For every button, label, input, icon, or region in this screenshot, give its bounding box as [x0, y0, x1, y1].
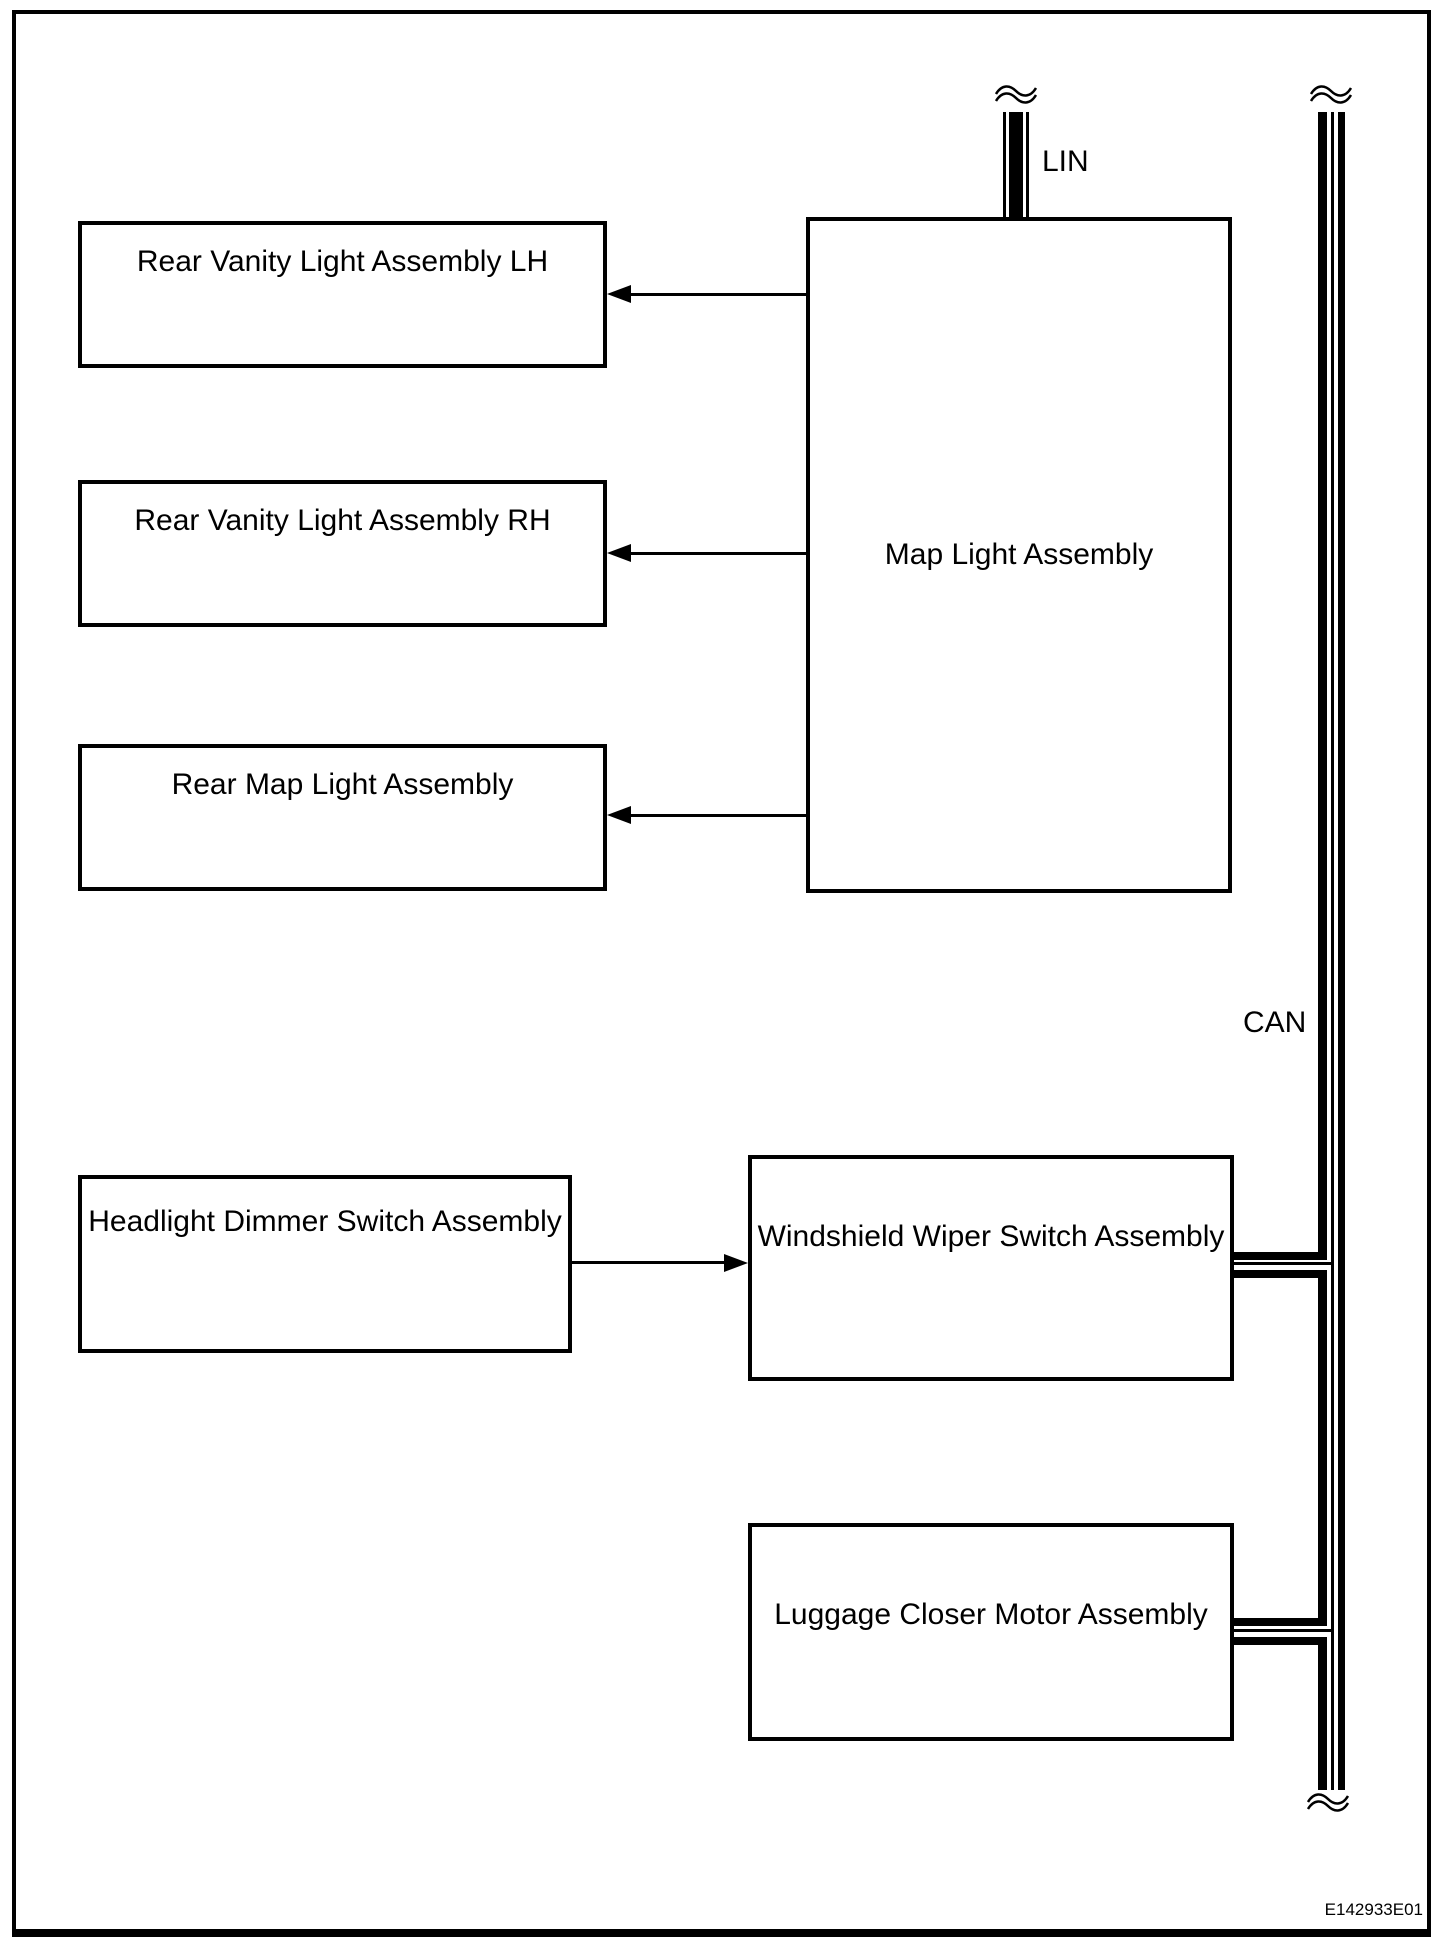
arrow-head-right-icon	[724, 1254, 748, 1272]
node-label-windshield-wiper-switch: Windshield Wiper Switch Assembly	[757, 1220, 1225, 1253]
wavy-break-icon	[994, 85, 1038, 104]
node-windshield-wiper-switch: Windshield Wiper Switch Assembly	[748, 1155, 1234, 1381]
can-branch-line	[1234, 1252, 1327, 1260]
can-branch-line	[1234, 1262, 1334, 1265]
node-map-light: Map Light Assembly	[806, 217, 1232, 893]
figure-id: E142933E01	[1324, 1900, 1423, 1919]
wavy-break-icon	[1309, 85, 1353, 104]
node-headlight-dimmer-switch: Headlight Dimmer Switch Assembly	[78, 1175, 572, 1353]
node-label-map-light: Map Light Assembly	[884, 538, 1154, 571]
arrow-line-map-to-vanity-rh	[629, 552, 806, 555]
can-bus-line	[1318, 1637, 1327, 1790]
node-rear-vanity-light-lh: Rear Vanity Light Assembly LH	[78, 221, 607, 368]
arrow-line-map-to-vanity-lh	[629, 293, 806, 296]
can-branch-line	[1234, 1270, 1327, 1278]
wavy-break-icon	[1306, 1793, 1350, 1812]
can-bus-line	[1318, 112, 1327, 1260]
arrow-head-left-icon	[607, 806, 631, 824]
arrow-head-left-icon	[607, 285, 631, 303]
node-label-rear-map-light: Rear Map Light Assembly	[171, 768, 514, 801]
can-bus-line	[1338, 112, 1345, 1790]
arrow-line-map-to-rear-map	[629, 814, 806, 817]
can-bus-line	[1331, 112, 1334, 1790]
can-branch-line	[1234, 1618, 1327, 1626]
can-branch-line	[1234, 1637, 1327, 1645]
lin-bus-label: LIN	[1042, 145, 1089, 178]
node-luggage-closer-motor: Luggage Closer Motor Assembly	[748, 1523, 1234, 1741]
node-label-luggage-closer-motor: Luggage Closer Motor Assembly	[774, 1598, 1208, 1631]
can-bus-line	[1318, 1270, 1327, 1626]
lin-bus-line	[1003, 112, 1029, 218]
node-rear-vanity-light-rh: Rear Vanity Light Assembly RH	[78, 480, 607, 627]
can-branch-line	[1234, 1629, 1334, 1632]
arrow-head-left-icon	[607, 544, 631, 562]
node-label-rear-vanity-light-rh: Rear Vanity Light Assembly RH	[134, 504, 551, 537]
arrow-line-dimmer-to-wiper	[572, 1261, 725, 1264]
node-label-headlight-dimmer-switch: Headlight Dimmer Switch Assembly	[88, 1205, 562, 1238]
page-border	[12, 10, 1431, 1937]
node-label-rear-vanity-light-lh: Rear Vanity Light Assembly LH	[136, 245, 549, 278]
node-rear-map-light: Rear Map Light Assembly	[78, 744, 607, 891]
can-bus-label: CAN	[1243, 1006, 1307, 1039]
